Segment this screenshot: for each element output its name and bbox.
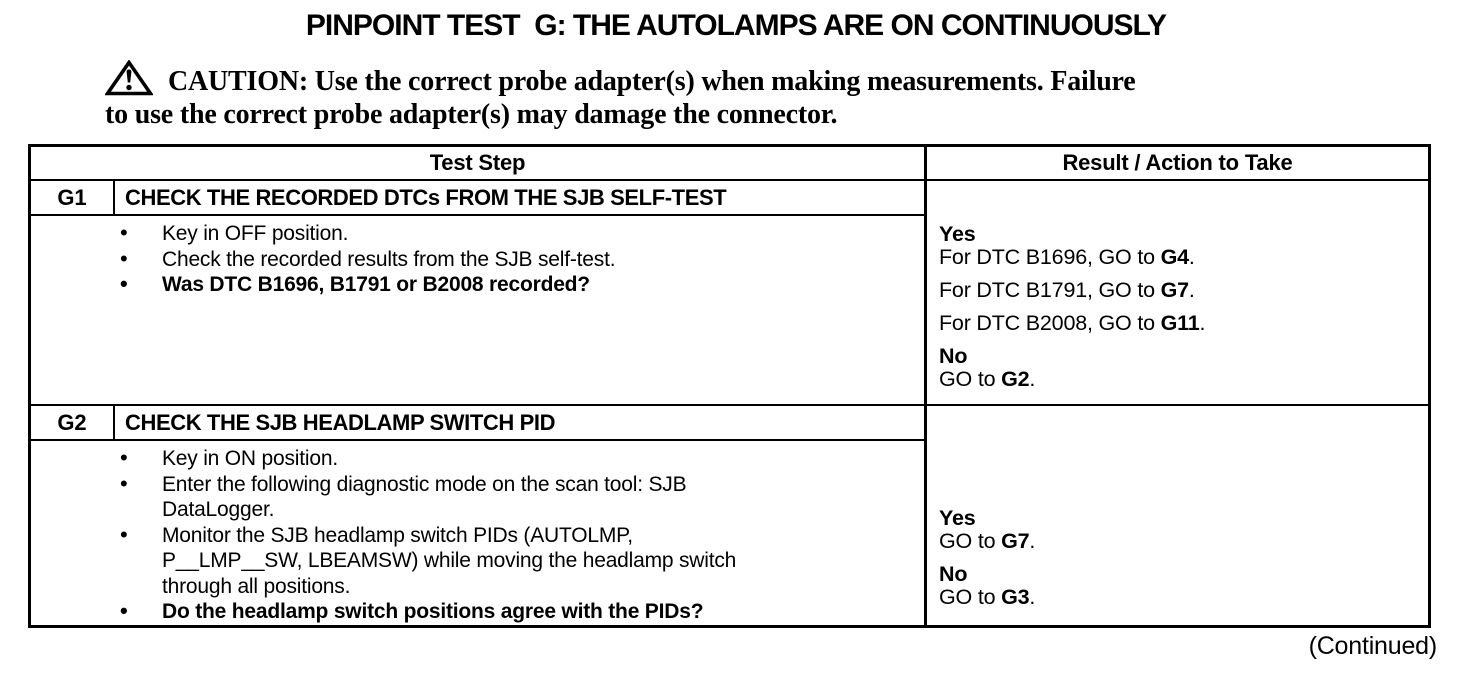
goto-target: G3 bbox=[1001, 585, 1030, 609]
column-header-result-action: Result / Action to Take bbox=[1062, 150, 1293, 175]
test-step-row: G2 CHECK THE SJB HEADLAMP SWITCH PID Key… bbox=[31, 406, 1428, 626]
step-title-row: G1 CHECK THE RECORDED DTCs FROM THE SJB … bbox=[31, 181, 924, 216]
result-line-text: For DTC B1696, GO to bbox=[939, 245, 1161, 269]
result-line-punct: . bbox=[1199, 311, 1206, 335]
result-action-item: For DTC B2008, GO to G11. bbox=[939, 312, 1424, 335]
caution-note: CAUTION: Use the correct probe adapter(s… bbox=[104, 59, 1355, 131]
instruction-bullet: Was DTC B1696, B1791 or B2008 recorded? bbox=[118, 271, 924, 298]
step-id: G1 bbox=[31, 181, 115, 214]
instruction-bullet: Key in ON position. bbox=[118, 445, 924, 472]
table-header-row: Test Step Result / Action to Take bbox=[31, 147, 1428, 181]
result-line: GO to G3. bbox=[939, 586, 1424, 609]
column-header-test-step: Test Step bbox=[31, 147, 927, 179]
result-label: No bbox=[939, 344, 968, 368]
result-line-text: GO to bbox=[939, 529, 1002, 553]
result-line-punct: . bbox=[1188, 278, 1195, 302]
step-title: CHECK THE RECORDED DTCs FROM THE SJB SEL… bbox=[125, 184, 727, 210]
instruction-bullet: Key in OFF position. bbox=[118, 220, 924, 247]
goto-target: G11 bbox=[1160, 311, 1200, 335]
result-line-text: GO to bbox=[939, 367, 1002, 391]
goto-target: G2 bbox=[1001, 367, 1030, 391]
page-title: PINPOINT TEST G: THE AUTOLAMPS ARE ON CO… bbox=[305, 9, 1167, 42]
result-line: For DTC B2008, GO to G11. bbox=[939, 312, 1424, 335]
step-instructions: Key in ON position.Enter the following d… bbox=[118, 445, 924, 625]
caution-label: CAUTION: bbox=[168, 66, 308, 97]
result-line-text: For DTC B2008, GO to bbox=[939, 311, 1161, 335]
pinpoint-test-table: Test Step Result / Action to Take G1 CHE… bbox=[28, 144, 1431, 628]
result-line-text: GO to bbox=[939, 585, 1002, 609]
goto-target: G7 bbox=[1001, 529, 1030, 553]
goto-target: G7 bbox=[1160, 278, 1189, 302]
result-label: Yes bbox=[939, 222, 976, 246]
step-title: CHECK THE SJB HEADLAMP SWITCH PID bbox=[125, 409, 556, 435]
result-line: GO to G2. bbox=[939, 368, 1424, 391]
caution-text: Use the correct probe adapter(s) when ma… bbox=[105, 66, 1136, 130]
result-line-text: For DTC B1791, GO to bbox=[939, 278, 1161, 302]
instruction-bullet: Monitor the SJB headlamp switch PIDs (AU… bbox=[118, 522, 924, 600]
test-step-cell: G1 CHECK THE RECORDED DTCs FROM THE SJB … bbox=[31, 181, 927, 404]
test-step-row: G1 CHECK THE RECORDED DTCs FROM THE SJB … bbox=[31, 181, 1428, 406]
result-label: No bbox=[939, 562, 968, 586]
result-line: For DTC B1791, GO to G7. bbox=[939, 279, 1424, 302]
instruction-bullet: Enter the following diagnostic mode on t… bbox=[118, 471, 924, 523]
test-steps-container: G1 CHECK THE RECORDED DTCs FROM THE SJB … bbox=[31, 181, 1428, 626]
continued-label: (Continued) bbox=[1308, 632, 1438, 660]
step-id: G2 bbox=[31, 406, 115, 439]
instruction-bullet: Check the recorded results from the SJB … bbox=[118, 246, 924, 273]
result-line-punct: . bbox=[1029, 585, 1036, 609]
goto-target: G4 bbox=[1160, 245, 1189, 269]
step-instructions: Key in OFF position.Check the recorded r… bbox=[118, 220, 924, 298]
result-line-punct: . bbox=[1029, 529, 1036, 553]
result-action-item: For DTC B1791, GO to G7. bbox=[939, 279, 1424, 302]
result-line: GO to G7. bbox=[939, 530, 1424, 553]
result-line-punct: . bbox=[1188, 245, 1195, 269]
result-line: For DTC B1696, GO to G4. bbox=[939, 246, 1424, 269]
test-step-cell: G2 CHECK THE SJB HEADLAMP SWITCH PID Key… bbox=[31, 406, 927, 626]
step-title-row: G2 CHECK THE SJB HEADLAMP SWITCH PID bbox=[31, 406, 924, 441]
result-line-punct: . bbox=[1029, 367, 1036, 391]
warning-triangle-icon bbox=[104, 59, 168, 98]
instruction-bullet: Do the headlamp switch positions agree w… bbox=[118, 598, 924, 625]
result-label: Yes bbox=[939, 506, 976, 530]
